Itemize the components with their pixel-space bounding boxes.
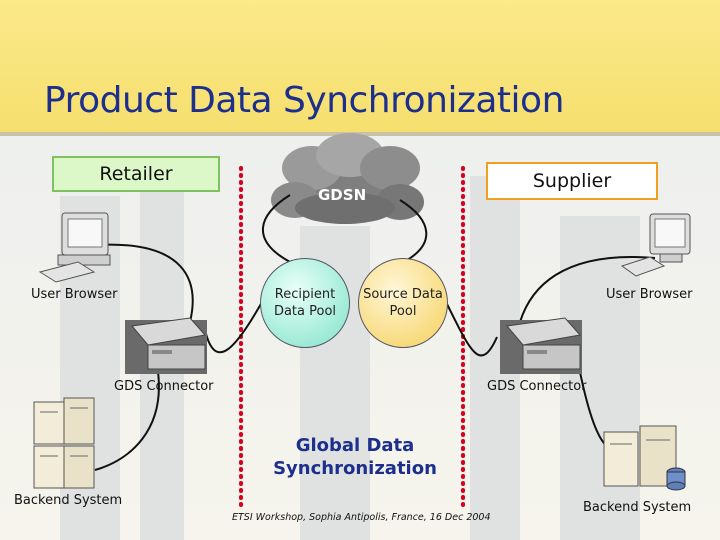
retailer-backend-system-label: Backend System bbox=[14, 493, 123, 508]
curve-recipient-left-connector bbox=[204, 301, 263, 354]
header-band bbox=[0, 0, 720, 135]
supplier-backend-system-label: Backend System bbox=[583, 500, 692, 515]
curve-source-right-connector bbox=[445, 301, 498, 357]
retailer-box: Retailer bbox=[52, 156, 220, 192]
global-data-sync-caption: Global Data Synchronization bbox=[273, 435, 437, 479]
curve-cloud-source bbox=[399, 199, 428, 265]
right-desktop-computer-icon bbox=[620, 213, 691, 277]
retailer-gds-connector-label: GDS Connector bbox=[114, 379, 214, 394]
left-server-appliance-icon bbox=[125, 317, 207, 374]
retailer-user-browser-label: User Browser bbox=[31, 287, 118, 302]
supplier-user-browser-label: User Browser bbox=[606, 287, 693, 302]
right-server-appliance-icon bbox=[500, 317, 582, 374]
right-tower-servers-icon bbox=[603, 425, 686, 491]
slide-title: Product Data Synchronization bbox=[44, 80, 564, 121]
footer-text: ETSI Workshop, Sophia Antipolis, France,… bbox=[232, 512, 491, 523]
curve-left-connector-backend bbox=[94, 371, 160, 471]
curve-cloud-recipient bbox=[261, 194, 291, 263]
source-data-pool: Source Data Pool bbox=[358, 258, 448, 348]
supplier-gds-connector-label: GDS Connector bbox=[487, 379, 587, 394]
recipient-data-pool: Recipient Data Pool bbox=[260, 258, 350, 348]
left-desktop-computer-icon bbox=[38, 212, 111, 283]
curve-right-browser-connector bbox=[519, 256, 656, 323]
cloud-icon bbox=[271, 133, 424, 224]
supplier-box: Supplier bbox=[486, 162, 658, 200]
left-tower-servers-icon bbox=[33, 397, 95, 489]
curve-left-browser-connector bbox=[94, 243, 194, 323]
cloud-label: GDSN bbox=[318, 186, 367, 204]
